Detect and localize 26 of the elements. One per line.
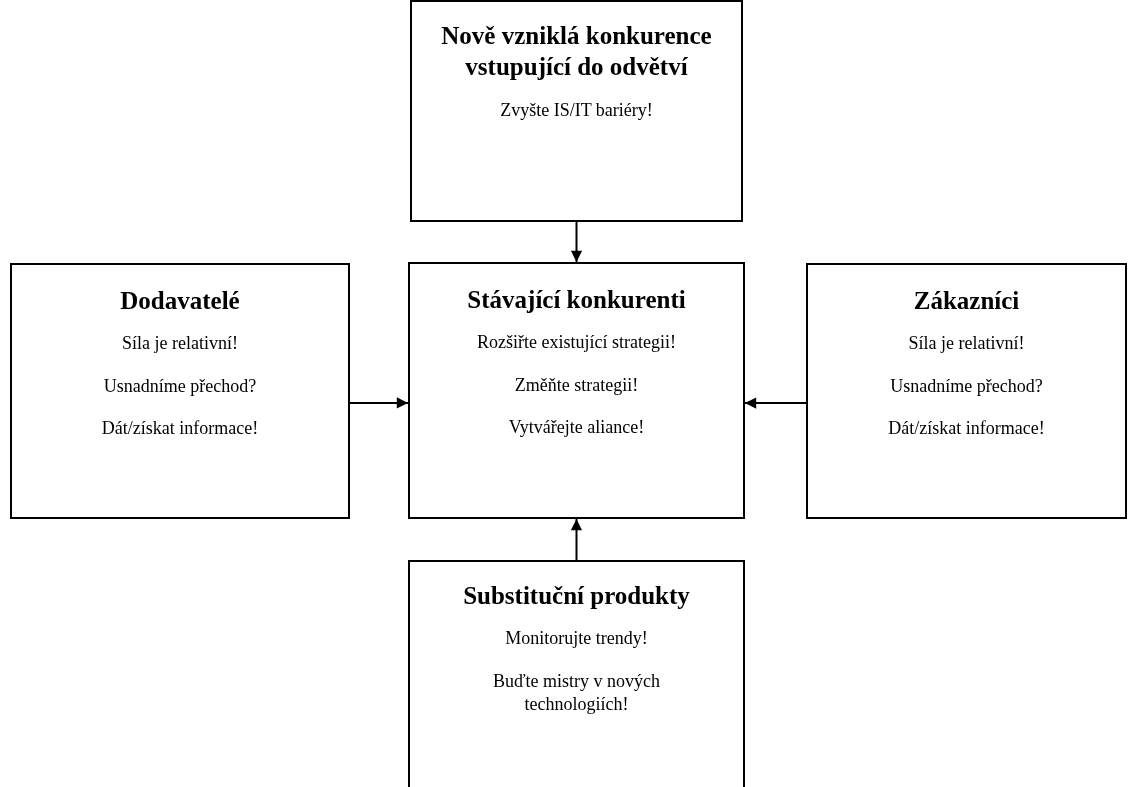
box-text: Usnadníme přechod? (890, 374, 1043, 398)
box-heading: Substituční produkty (463, 581, 690, 611)
box-text: Změňte strategii! (514, 373, 639, 397)
process-box (408, 560, 745, 787)
box-text: Rozšiřte existující strategii! (477, 331, 676, 355)
process-box (10, 263, 350, 519)
box-text: Monitorujte trendy! (505, 627, 648, 651)
box-heading: Zákazníci (913, 286, 1020, 316)
box-text: Síla je relativní! (122, 332, 238, 356)
box-text: Zvyšte IS/IT bariéry! (500, 98, 653, 122)
arrow (744, 397, 807, 409)
arrow (570, 518, 583, 561)
box-heading: Dodavatelé (120, 286, 240, 316)
arrow (349, 397, 409, 409)
box-text: Dát/získat informace! (888, 417, 1045, 441)
process-box (408, 262, 745, 519)
box-text: Dát/získat informace! (101, 417, 259, 441)
box-text: Síla je relativní! (908, 332, 1025, 356)
box-text: Vytvářejte aliance! (508, 416, 645, 440)
box-text: Usnadníme přechod? (103, 374, 257, 398)
box-heading: Stávající konkurenti (467, 285, 686, 315)
box-text: Buďte mistry v nových technologiích! (491, 669, 662, 717)
process-box (806, 263, 1127, 519)
box-heading: Nově vzniklá konkurence vstupující do odvětví (440, 21, 713, 83)
arrow (570, 221, 583, 263)
process-box (410, 0, 743, 222)
